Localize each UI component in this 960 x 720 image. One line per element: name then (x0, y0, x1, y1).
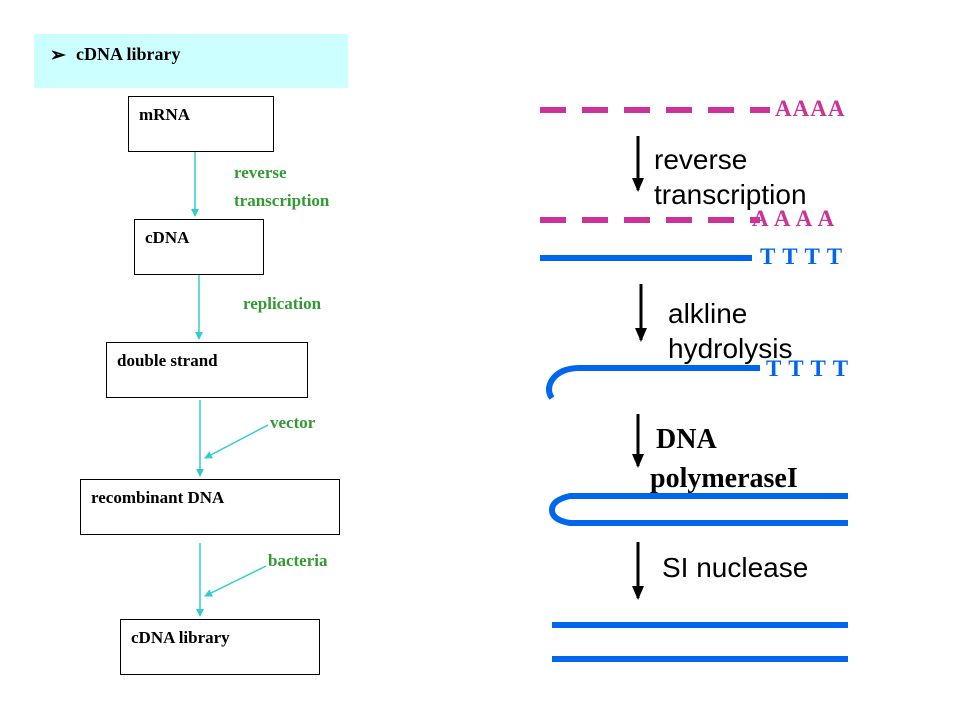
poly-t-hairpin: T T T T (766, 356, 850, 381)
label-vector: vector (270, 413, 316, 432)
step-label-alkline: alkline (668, 298, 748, 329)
step-label-si-nuclease: SI nuclease (662, 552, 809, 583)
box-mrna: mRNA (128, 96, 274, 152)
step-label-reverse: reverse (654, 144, 748, 175)
header-title: cDNA library (76, 44, 181, 64)
box-cdna: cDNA (134, 219, 264, 275)
box-recombinant-dna-label: recombinant DNA (91, 488, 225, 507)
step-label-hydrolysis: hydrolysis (668, 333, 793, 364)
label-replication: replication (243, 294, 322, 313)
label-transcription: transcription (234, 191, 330, 210)
box-cdna-library: cDNA library (120, 619, 320, 675)
box-double-strand-label: double strand (117, 351, 218, 370)
box-cdna-label: cDNA (145, 228, 190, 247)
bacteria-arrow (204, 565, 267, 597)
double-strand-hairpin (548, 493, 848, 526)
label-reverse: reverse (234, 163, 287, 182)
box-mrna-label: mRNA (139, 105, 190, 124)
label-bacteria: bacteria (268, 551, 328, 570)
box-cdna-library-label: cDNA library (131, 628, 230, 647)
cdna-hairpin (546, 365, 760, 400)
vector-arrow (204, 424, 269, 459)
box-double-strand: double strand (106, 342, 308, 398)
poly-a-tail-hybrid: A A A A (752, 206, 836, 231)
poly-t-first: T T T T (760, 244, 844, 269)
poly-a-tail-top: AAAA (775, 96, 846, 121)
step-label-dna: DNA (656, 424, 717, 455)
header-band (34, 34, 348, 88)
box-recombinant-dna: recombinant DNA (80, 479, 340, 535)
bullet-arrow-icon: ➢ (50, 45, 66, 66)
step-label-polymerase: polymeraseI (650, 463, 798, 494)
step-label-transcription: transcription (654, 179, 807, 210)
